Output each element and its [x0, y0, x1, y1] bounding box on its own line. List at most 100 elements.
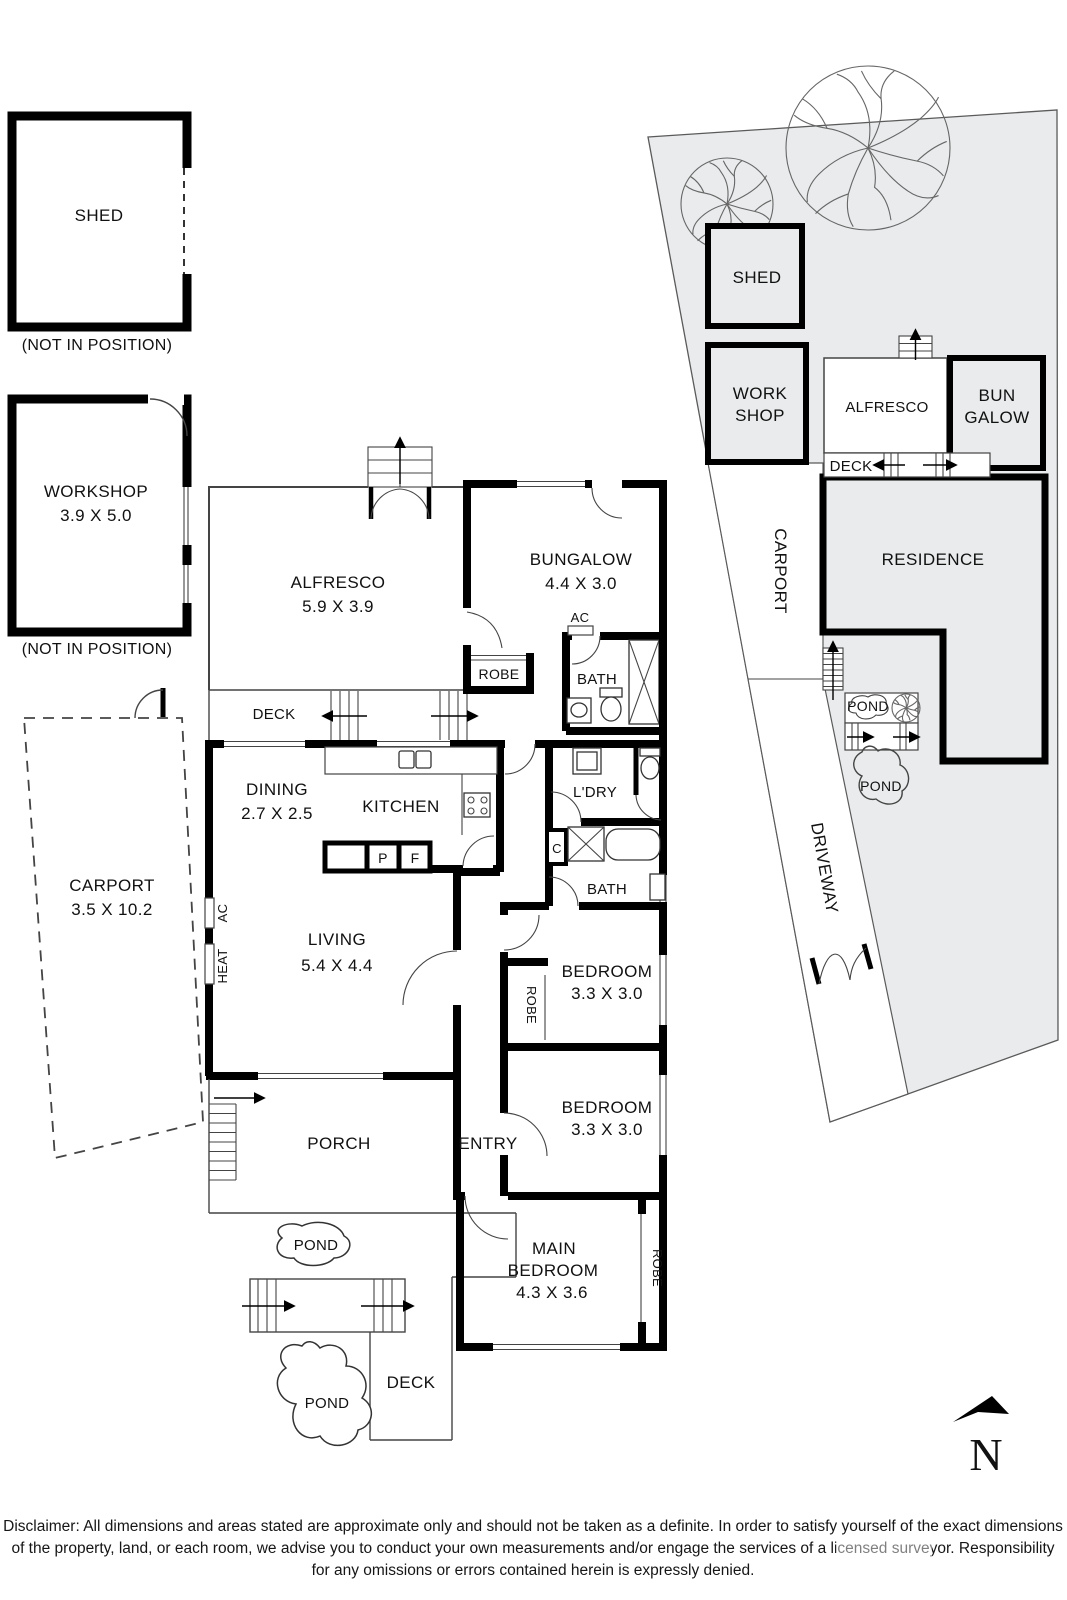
site-residence-outline [819, 473, 1049, 765]
room-bath-bungalow: AC BATH [562, 610, 667, 735]
robe-bungalow-label: ROBE [479, 666, 520, 682]
bungalow-dims: 4.4 X 3.0 [545, 574, 617, 593]
robe-bedroom1-label: ROBE [524, 986, 539, 1024]
room-shed: SHED (NOT IN POSITION) [7, 111, 192, 354]
bath-bungalow-label: BATH [577, 671, 617, 688]
room-bedroom1: ROBE BEDROOM 3.3 X 3.0 [500, 908, 653, 1196]
deck-bridge [242, 1278, 415, 1333]
room-alfresco: ALFRESCO 5.9 X 3.9 [208, 436, 463, 690]
shower-icon [567, 826, 605, 862]
shed-label: SHED [75, 206, 124, 225]
watermark-overlay [836, 1539, 932, 1559]
alfresco-french-doors [368, 487, 432, 520]
deck-upper: DECK [208, 689, 479, 740]
floor-plan: SHED (NOT IN POSITION) WORKSHOP 3.9 X 5.… [7, 111, 667, 1447]
room-main-bedroom: ROBE MAIN BEDROOM 4.3 X 3.6 [453, 1192, 667, 1351]
bath-main-label: BATH [587, 881, 627, 898]
site-workshop-label-1: WORK [733, 384, 788, 403]
site-driveway-gate [809, 943, 874, 985]
dining-label: DINING [246, 780, 308, 799]
room-laundry: L'DRY [545, 744, 667, 906]
room-robe-bungalow: ROBE [467, 653, 534, 694]
site-pond-lower-label: POND [860, 778, 902, 794]
disclaimer-line-2: of the property, land, or each room, we … [11, 1540, 1054, 1557]
main-bedroom-dims: 4.3 X 3.6 [516, 1283, 588, 1302]
north-arrow-icon [953, 1396, 1009, 1422]
deck-lower: POND POND DECK [242, 1221, 453, 1447]
bedroom1-label: BEDROOM [562, 962, 653, 981]
site-deck-outline [823, 452, 991, 478]
main-bedroom-label-2: BEDROOM [508, 1261, 599, 1280]
pantry-label: P [378, 850, 388, 866]
bathtub-icon [605, 828, 661, 861]
laundry-label: L'DRY [573, 784, 617, 801]
sink-icon [566, 697, 592, 724]
kitchen-cabinets: P F [322, 840, 433, 874]
site-bungalow-label-2: GALOW [964, 408, 1029, 427]
bungalow-label: BUNGALOW [530, 550, 632, 569]
room-carport: CARPORT 3.5 X 10.2 [23, 688, 204, 1160]
disclaimer-line-1: Disclaimer: All dimensions and areas sta… [3, 1518, 1063, 1535]
cupboard-label: C [552, 841, 562, 856]
carport-dims: 3.5 X 10.2 [71, 900, 153, 919]
site-workshop-outline [705, 342, 809, 465]
site-pond-lower-outline [853, 745, 910, 805]
pond-upper-label: POND [294, 1237, 339, 1254]
room-dining: DINING 2.7 X 2.5 [241, 780, 313, 823]
deck-upper-label: DECK [253, 706, 296, 723]
carport-label: CARPORT [69, 876, 155, 895]
pond-lower-outline [276, 1341, 372, 1447]
site-residence-label: RESIDENCE [882, 550, 985, 569]
alfresco-dims: 5.9 X 3.9 [302, 597, 374, 616]
main-bedroom-label-1: MAIN [532, 1239, 576, 1258]
site-workshop-label-2: SHOP [735, 406, 785, 425]
workshop-windows [180, 487, 192, 603]
ac-unit-icon [204, 897, 215, 929]
kitchen-label: KITCHEN [362, 797, 439, 816]
pond-lower-label: POND [305, 1395, 350, 1412]
workshop-dims: 3.9 X 5.0 [60, 506, 132, 525]
laundry-trough-icon [572, 747, 602, 775]
toilet-icon [599, 687, 623, 722]
vanity-icon [649, 873, 666, 901]
room-bedroom2: BEDROOM 3.3 X 3.0 [503, 1043, 667, 1157]
site-bungalow-label-1: BUN [978, 386, 1015, 405]
shed-note: (NOT IN POSITION) [22, 337, 173, 354]
fridge-label: F [411, 850, 420, 866]
kitchen-sink-icon [398, 750, 415, 769]
workshop-label: WORKSHOP [44, 482, 148, 501]
heater-unit-icon [204, 943, 215, 985]
bedroom2-dims: 3.3 X 3.0 [571, 1120, 643, 1139]
bedroom2-label: BEDROOM [562, 1098, 653, 1117]
ac-unit-label: AC [571, 610, 590, 625]
alfresco-label: ALFRESCO [291, 573, 386, 592]
porch-entry: PORCH ENTRY [208, 1079, 517, 1278]
stove-icon [463, 792, 491, 818]
room-bath-main: C BATH [500, 826, 667, 910]
shower-icon [628, 639, 660, 725]
site-plan: RESIDENCE SHED WORK SHOP ALFRESCO BUN GA… [647, 65, 1059, 1123]
site-alfresco-outline [823, 357, 948, 454]
disclaimer: Disclaimer: All dimensions and areas sta… [3, 1518, 1063, 1579]
site-pond-upper-outline [847, 694, 889, 720]
room-bungalow: BUNGALOW 4.4 X 3.0 AC [463, 480, 667, 735]
robe-main-bedroom-label: ROBE [650, 1249, 665, 1287]
site-shed-label: SHED [733, 268, 782, 287]
disclaimer-line-3: for any omissions or errors contained he… [312, 1562, 755, 1579]
site-deck-label: DECK [830, 458, 873, 475]
ac-living-label: AC [215, 904, 230, 923]
workshop-note: (NOT IN POSITION) [22, 641, 173, 658]
toilet-icon [639, 747, 661, 780]
room-workshop: WORKSHOP 3.9 X 5.0 (NOT IN POSITION) [7, 393, 192, 658]
living-label: LIVING [308, 930, 366, 949]
dining-dims: 2.7 X 2.5 [241, 804, 313, 823]
north-label: N [969, 1429, 1002, 1480]
room-kitchen: KITCHEN P F [322, 744, 504, 874]
site-carport-label: CARPORT [771, 528, 790, 614]
compass: N [953, 1396, 1009, 1480]
site-pond-bridge [844, 722, 921, 751]
cupboard: C [545, 828, 568, 866]
house-top-wall [206, 740, 667, 775]
site-bungalow-outline [947, 355, 1046, 471]
